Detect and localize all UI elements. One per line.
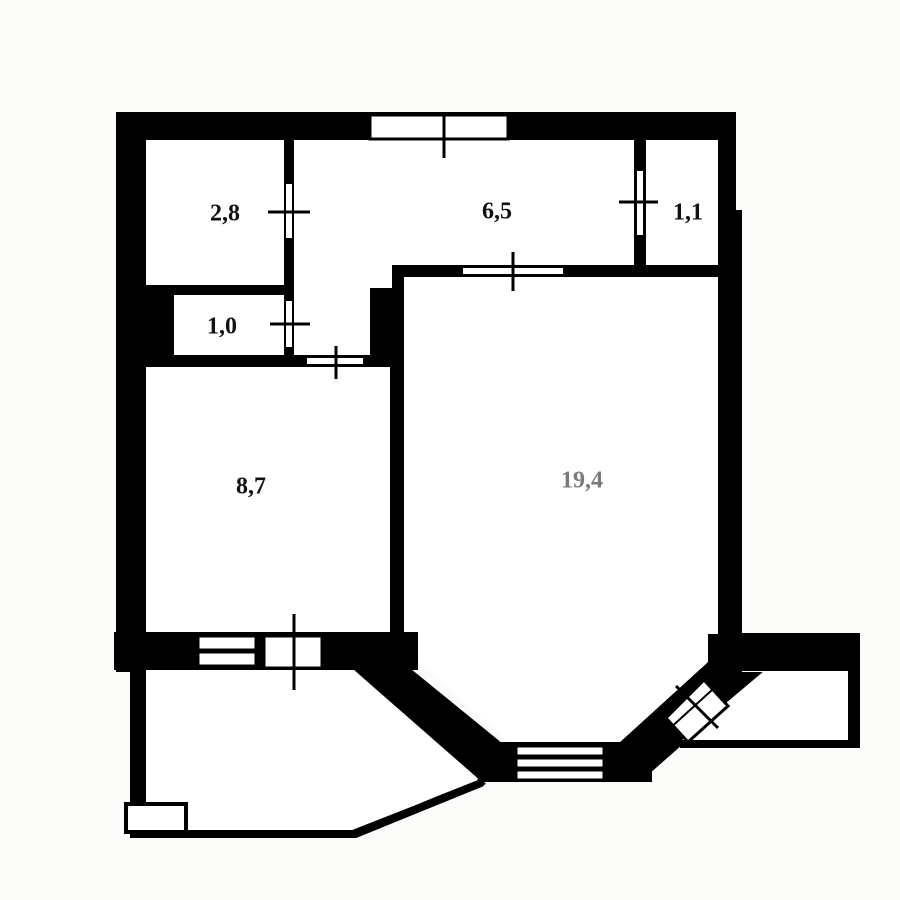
room-hallway xyxy=(294,140,634,355)
room-living xyxy=(404,277,718,742)
room-label-wc: 1,1 xyxy=(673,199,703,226)
room-bathroom xyxy=(174,295,284,355)
windows xyxy=(196,113,731,782)
balcony-right xyxy=(682,671,848,740)
balcony-left xyxy=(146,670,478,830)
room-label-bathroom: 1,0 xyxy=(207,313,237,340)
doors xyxy=(268,169,658,379)
window-kitchen xyxy=(196,634,258,652)
room-label-storage: 2,8 xyxy=(210,200,240,227)
room-kitchen xyxy=(146,367,390,632)
window-bay xyxy=(514,744,606,758)
room-label-hallway: 6,5 xyxy=(482,198,512,225)
window-hallway xyxy=(368,113,510,141)
room-storage xyxy=(146,140,284,285)
room-label-living: 19,4 xyxy=(561,467,603,494)
balcony-left-box xyxy=(124,802,188,834)
rooms xyxy=(146,140,848,830)
balcony-door-living xyxy=(663,677,731,745)
room-label-kitchen: 8,7 xyxy=(236,473,266,500)
